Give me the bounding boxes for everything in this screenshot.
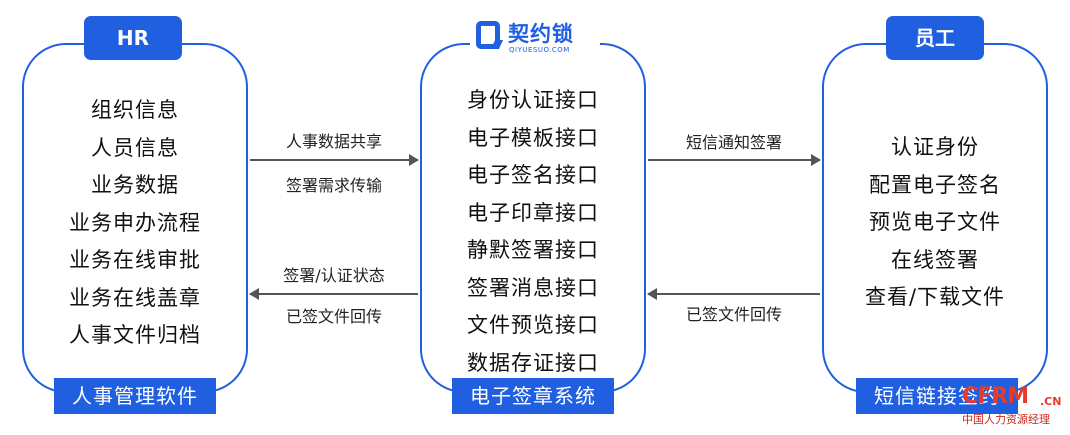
signature-system-panel: 身份认证接口 电子模板接口 电子签名接口 电子印章接口 静默签署接口 签署消息接… — [420, 43, 646, 393]
hr-item: 人员信息 — [91, 135, 179, 160]
employee-title-badge: 员工 — [886, 16, 984, 60]
watermark-domain: .CN — [1040, 395, 1062, 408]
arrow-right-icon — [250, 154, 419, 166]
watermark-subtitle: 中国人力资源经理 — [962, 413, 1050, 426]
employee-item-list: 认证身份 配置电子签名 预览电子文件 在线签署 查看/下载文件 — [824, 129, 1046, 317]
employee-item: 预览电子文件 — [869, 210, 1001, 234]
arrow-label-sms-notify: 短信通知签署 — [685, 133, 782, 152]
arrow-label-data-share: 人事数据共享 — [285, 132, 382, 151]
employee-item: 配置电子签名 — [869, 172, 1001, 197]
hr-title-badge: HR — [84, 16, 182, 60]
signature-system-footer-badge: 电子签章系统 — [452, 378, 614, 414]
arrow-label-request-transfer: 签署需求传输 — [285, 176, 382, 195]
api-item: 签署消息接口 — [467, 275, 599, 300]
api-item: 文件预览接口 — [467, 313, 599, 337]
arrow-label-file-return: 已签文件回传 — [285, 307, 382, 326]
cfrm-watermark: CFRM .CN 中国人力资源经理 — [960, 384, 1068, 432]
api-item: 电子印章接口 — [467, 200, 599, 225]
hr-item: 业务在线审批 — [69, 248, 201, 272]
hr-item: 组织信息 — [91, 98, 179, 122]
arrow-right-icon — [648, 154, 821, 166]
employee-item: 认证身份 — [891, 135, 979, 159]
employee-item: 查看/下载文件 — [864, 285, 1006, 309]
arrow-label-employee-file-return: 已签文件回传 — [685, 305, 782, 324]
api-item: 电子签名接口 — [467, 163, 599, 187]
hr-footer-badge: 人事管理软件 — [54, 378, 216, 414]
api-item-list: 身份认证接口 电子模板接口 电子签名接口 电子印章接口 静默签署接口 签署消息接… — [422, 82, 644, 382]
logo-domain: QIYUESUO.COM — [509, 46, 570, 54]
arrow-left-icon — [249, 288, 418, 300]
arrow-label-sign-status: 签署/认证状态 — [283, 266, 385, 285]
logo-name: 契约锁 — [508, 22, 574, 46]
api-item: 静默签署接口 — [467, 238, 599, 262]
qiyuesuo-logo: 契约锁 QIYUESUO.COM — [470, 16, 600, 62]
api-item: 身份认证接口 — [467, 88, 599, 112]
logo-q-icon — [476, 21, 500, 49]
api-item: 数据存证接口 — [467, 350, 599, 375]
hr-item: 业务数据 — [91, 173, 179, 197]
api-item: 电子模板接口 — [467, 125, 599, 150]
hr-item: 人事文件归档 — [69, 323, 201, 347]
employee-panel: 认证身份 配置电子签名 预览电子文件 在线签署 查看/下载文件 — [822, 43, 1048, 393]
arrow-left-icon — [647, 288, 820, 300]
hr-panel: 组织信息 人员信息 业务数据 业务申办流程 业务在线审批 业务在线盖章 人事文件… — [22, 43, 248, 393]
watermark-text: CFRM — [962, 384, 1029, 409]
hr-item: 业务申办流程 — [69, 210, 201, 235]
hr-item: 业务在线盖章 — [69, 285, 201, 310]
employee-footer-badge: 短信链接签约 — [856, 378, 1018, 414]
hr-item-list: 组织信息 人员信息 业务数据 业务申办流程 业务在线审批 业务在线盖章 人事文件… — [24, 92, 246, 355]
employee-item: 在线签署 — [891, 247, 979, 272]
